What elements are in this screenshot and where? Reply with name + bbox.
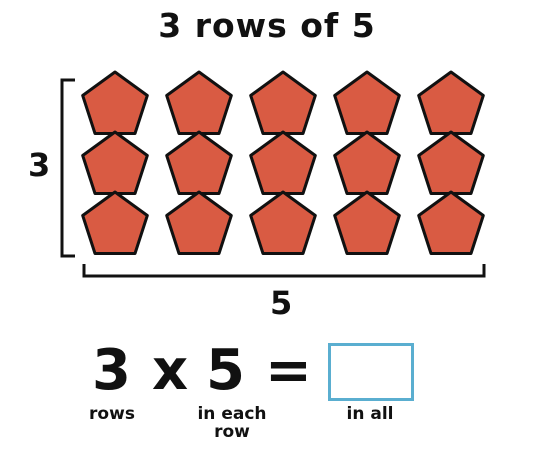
pentagon [81, 190, 149, 255]
pentagon [165, 130, 233, 195]
pentagon [333, 190, 401, 255]
column-count-label: 5 [270, 284, 293, 322]
pentagon [417, 70, 485, 135]
equation-rows-number: 3 [92, 338, 131, 403]
caption-in-each-row: in each row [197, 404, 267, 442]
answer-box[interactable] [328, 343, 414, 401]
row-bracket [60, 78, 75, 258]
equation-cols-number: 5 [206, 338, 245, 403]
pentagon [81, 70, 149, 135]
caption-rows: rows [89, 404, 135, 424]
title: 3 rows of 5 [158, 6, 376, 45]
equation-equals-sign: = [265, 338, 312, 403]
pentagon [249, 190, 317, 255]
row-count-label: 3 [28, 146, 51, 184]
pentagon-grid [81, 70, 485, 255]
pentagon [249, 70, 317, 135]
pentagon [333, 130, 401, 195]
pentagon [333, 70, 401, 135]
column-bracket [82, 264, 486, 278]
pentagon [249, 130, 317, 195]
pentagon [81, 130, 149, 195]
pentagon [165, 70, 233, 135]
pentagon [417, 130, 485, 195]
pentagon [417, 190, 485, 255]
equation-times-sign: x [152, 338, 189, 403]
caption-in-all: in all [346, 404, 394, 424]
pentagon [165, 190, 233, 255]
